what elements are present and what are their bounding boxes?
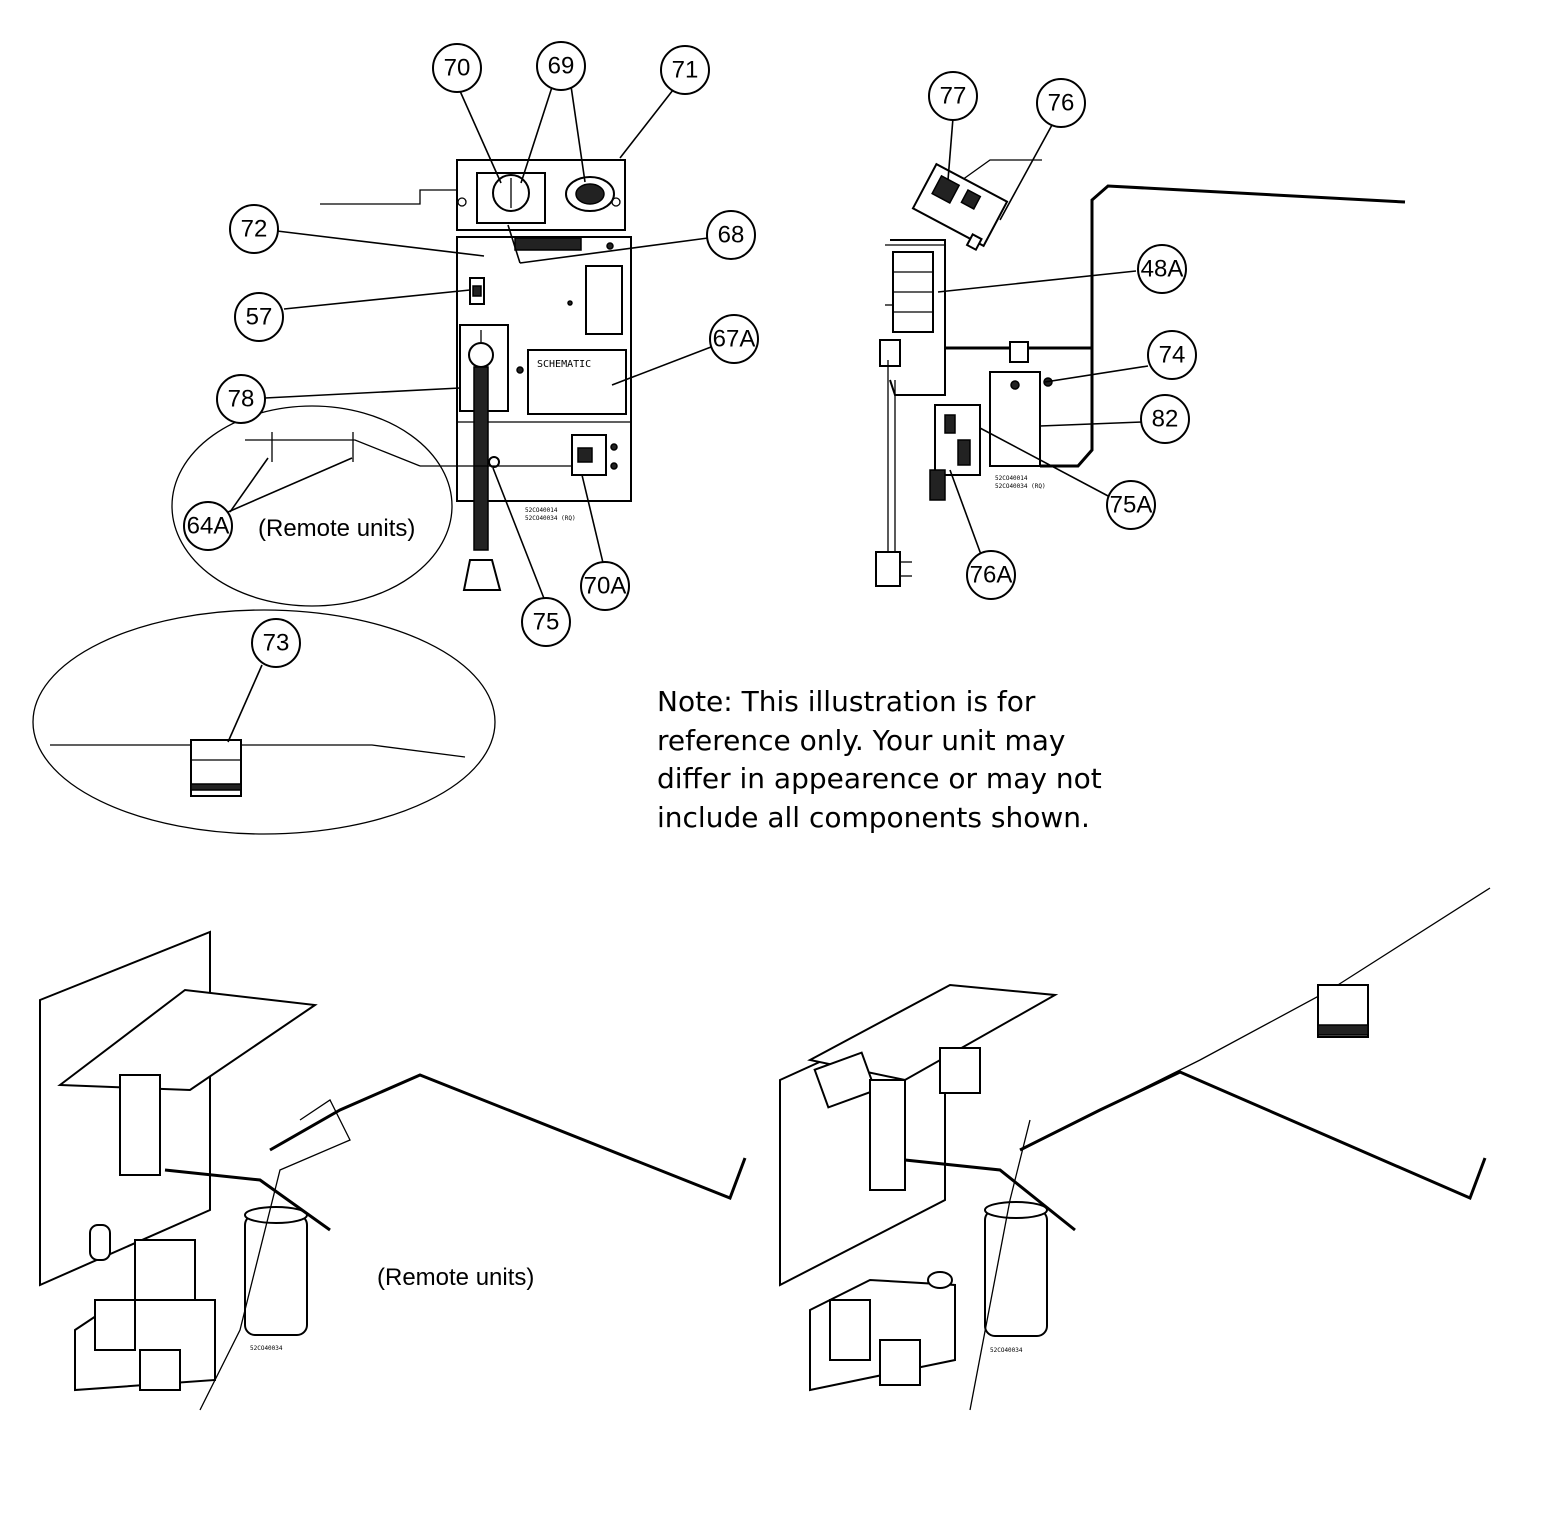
callout-82: 82: [1140, 394, 1190, 444]
callout-64a: 64A: [183, 501, 233, 551]
callout-77: 77: [928, 71, 978, 121]
note-line-4: include all components shown.: [657, 800, 1090, 834]
control-box-front-view: SCHEMATIC 52CO40014 52CO40034 (RQ): [320, 159, 632, 591]
callout-69-text: 69: [548, 53, 575, 80]
callout-64a-text: 64A: [187, 513, 230, 540]
callout-78-text: 78: [228, 386, 255, 413]
callout-74-text: 74: [1159, 342, 1186, 369]
callout-70: 70: [432, 43, 482, 93]
note-line-3: differ in appearence or may not: [657, 762, 1102, 795]
callout-75a: 75A: [1106, 480, 1156, 530]
svg-text:52CO40034: 52CO40034: [990, 1347, 1023, 1354]
capillary-coil-top: [468, 342, 494, 368]
power-plug: [875, 551, 901, 587]
callout-82-text: 82: [1152, 406, 1179, 433]
callout-57-text: 57: [246, 304, 273, 331]
svg-text:52CO40034 (RQ): 52CO40034 (RQ): [525, 515, 576, 522]
callout-75-text: 75: [533, 609, 560, 636]
callout-76-text: 76: [1048, 90, 1075, 117]
note-line-2: reference only. Your unit may: [657, 723, 1066, 757]
callout-76a-text: 76A: [970, 562, 1013, 589]
callout-68: 68: [706, 210, 756, 260]
callout-57: 57: [234, 292, 284, 342]
capillary-end: [462, 559, 502, 591]
callout-71-text: 71: [672, 57, 699, 84]
isometric-view-standard: 52CO40034: [779, 887, 1491, 1411]
schematic-text: SCHEMATIC: [537, 359, 591, 370]
remote-units-detail: (Remote units): [171, 405, 453, 607]
callout-68-text: 68: [718, 222, 745, 249]
callout-76a: 76A: [966, 550, 1016, 600]
reference-note: Note: This illustration is for reference…: [657, 683, 1177, 837]
callout-73: 73: [251, 618, 301, 668]
callout-75a-text: 75A: [1110, 492, 1153, 519]
callout-76: 76: [1036, 78, 1086, 128]
remote-units-label-top: (Remote units): [258, 515, 415, 542]
control-box-side-view: 52CO40014 52CO40034 (RQ): [875, 159, 1406, 587]
leader-lines: [227, 83, 1149, 743]
svg-text:52CO40034 (RQ): 52CO40034 (RQ): [995, 483, 1046, 490]
callout-72: 72: [229, 204, 279, 254]
callout-48a-text: 48A: [1141, 256, 1184, 283]
iso2-capacitor: [984, 1209, 1048, 1337]
callout-71: 71: [660, 45, 710, 95]
svg-text:52CO40014: 52CO40014: [995, 475, 1028, 482]
svg-text:52CO40034: 52CO40034: [250, 1345, 283, 1352]
schematic-label: [527, 349, 627, 415]
callout-69: 69: [536, 41, 586, 91]
callout-48a: 48A: [1137, 244, 1187, 294]
callout-67a-text: 67A: [713, 326, 756, 353]
relay-window: [585, 265, 623, 335]
callout-67a: 67A: [709, 314, 759, 364]
callout-78: 78: [216, 374, 266, 424]
callout-73-text: 73: [263, 630, 290, 657]
isometric-view-remote: 52CO40034 (Remote units): [39, 930, 747, 1411]
thermostat-probe-detail: [32, 609, 496, 835]
terminal-block-77: [911, 162, 1009, 248]
note-line-1: Note: This illustration is for: [657, 685, 1036, 718]
callout-70-text: 70: [444, 55, 471, 82]
iso2-panel-top: [807, 983, 1059, 1082]
callout-70a-text: 70A: [584, 573, 627, 600]
svg-text:52CO40014: 52CO40014: [525, 507, 558, 514]
callout-70a: 70A: [580, 561, 630, 611]
callout-77-text: 77: [940, 83, 967, 110]
callout-72-text: 72: [241, 216, 268, 243]
remote-units-label-bottom: (Remote units): [377, 1264, 534, 1291]
callout-75: 75: [521, 597, 571, 647]
callout-74: 74: [1147, 330, 1197, 380]
